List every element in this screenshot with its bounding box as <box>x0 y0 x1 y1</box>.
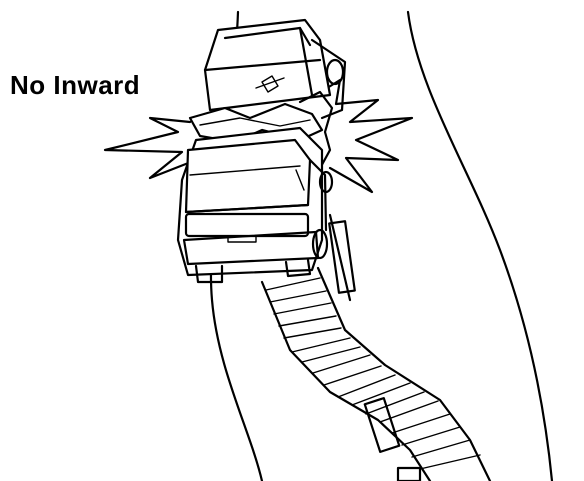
rumble-strip <box>262 268 490 481</box>
road-right-edge <box>408 12 552 481</box>
caption-label: No Inward <box>10 70 140 101</box>
far-truck <box>205 20 345 118</box>
near-truck <box>178 128 332 282</box>
